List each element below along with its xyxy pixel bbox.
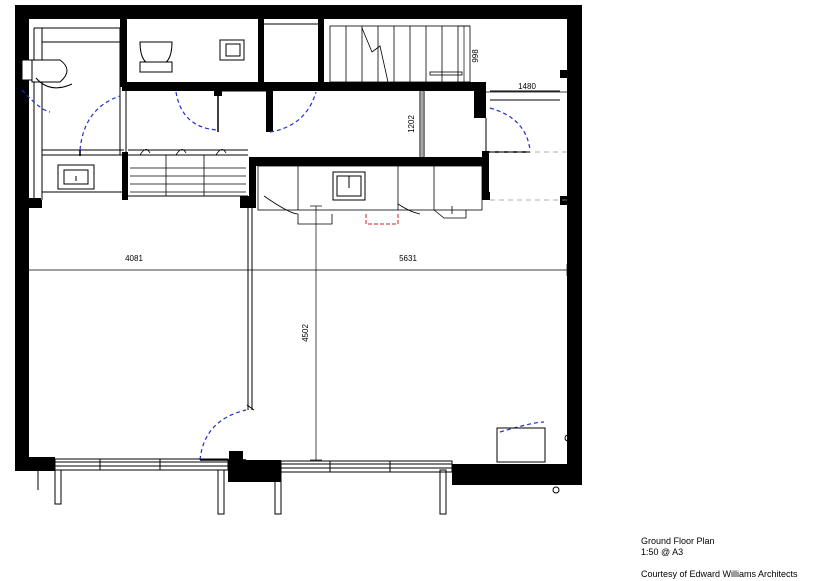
drawing-title: Ground Floor Plan (641, 536, 715, 546)
dim-corridor-depth: 1202 (407, 115, 416, 133)
drawing-credit: Courtesy of Edward Williams Architects (641, 569, 798, 579)
door-swings (21, 89, 545, 461)
drawing-scale: 1:50 @ A3 (641, 547, 684, 557)
front-glazing (37, 458, 453, 515)
staircase (130, 25, 471, 196)
red-unit-marker (365, 214, 399, 225)
side-cabinet (496, 420, 572, 494)
dimension-lines (21, 25, 568, 461)
dashed-guides (490, 151, 567, 201)
partitions (33, 23, 560, 411)
dim-cupboard-width: 1480 (518, 82, 536, 91)
dim-room-depth: 4502 (301, 324, 310, 342)
dim-right-room-width: 5631 (399, 254, 417, 263)
basin-icon (57, 39, 366, 201)
kitchen-units (257, 165, 483, 225)
door-leaves (79, 92, 530, 461)
outer-walls (15, 5, 582, 485)
dim-left-room-width: 4081 (125, 254, 143, 263)
wc-left-icon (21, 59, 73, 89)
dim-stair-width: 998 (471, 49, 480, 63)
internal-walls (15, 19, 567, 462)
wc-top-icon (139, 41, 173, 73)
